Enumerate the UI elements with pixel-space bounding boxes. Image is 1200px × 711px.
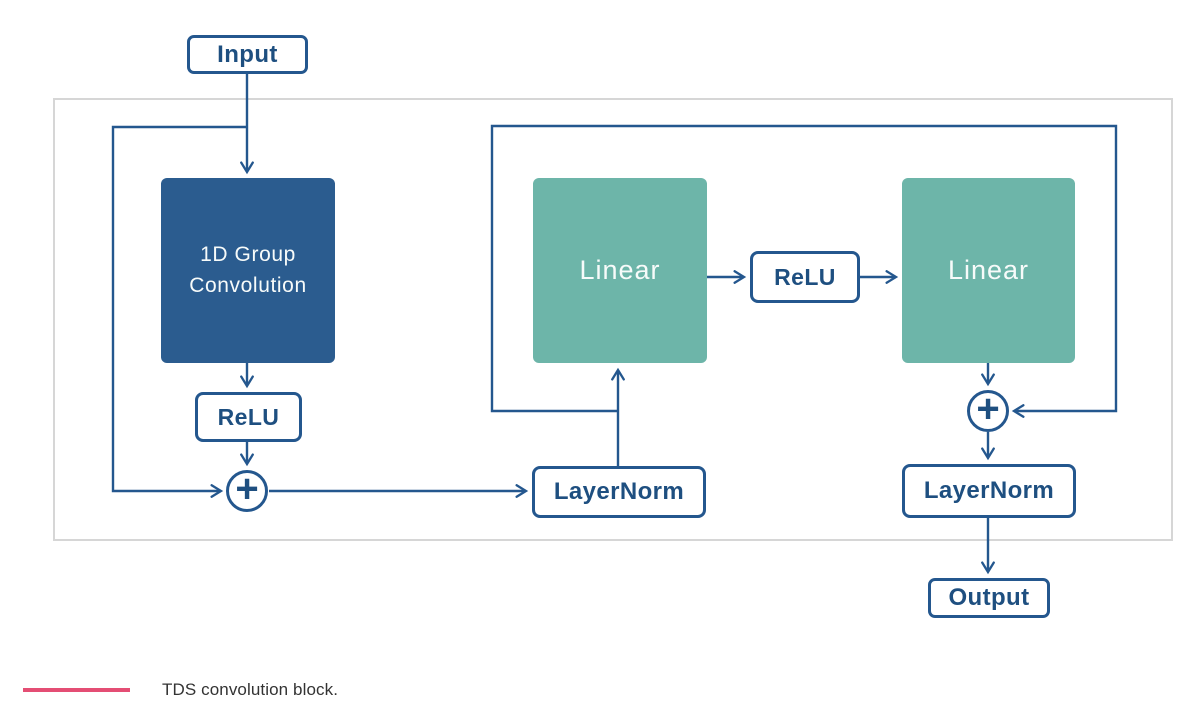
linear-right-node: Linear [902,178,1075,363]
layernorm-left-label: LayerNorm [553,478,685,505]
input-label: Input [217,40,278,68]
group-convolution-node: 1D Group Convolution [161,178,335,363]
group-convolution-label: 1D Group Convolution [189,243,307,297]
layernorm-right-label: LayerNorm [923,477,1055,504]
layernorm-left-node: LayerNorm [532,466,706,518]
linear-left-label: Linear [579,255,661,285]
figure-caption: TDS convolution block. [0,668,1200,711]
caption-text: TDS convolution block. [162,680,339,699]
relu-left-label: ReLU [217,403,280,430]
output-label: Output [948,584,1030,611]
output-node: Output [928,578,1050,618]
plus-icon: + [976,387,1000,431]
add-right-node: + [967,387,1009,432]
linear-left-node: Linear [533,178,707,363]
relu-mid-node: ReLU [750,251,860,303]
relu-left-node: ReLU [195,392,302,442]
add-left-node: + [226,467,268,512]
relu-mid-label: ReLU [774,263,836,290]
caption-accent-rule [23,688,130,692]
layernorm-right-node: LayerNorm [902,464,1076,518]
input-node: Input [187,35,308,74]
plus-icon: + [235,467,259,511]
linear-right-label: Linear [947,255,1030,285]
